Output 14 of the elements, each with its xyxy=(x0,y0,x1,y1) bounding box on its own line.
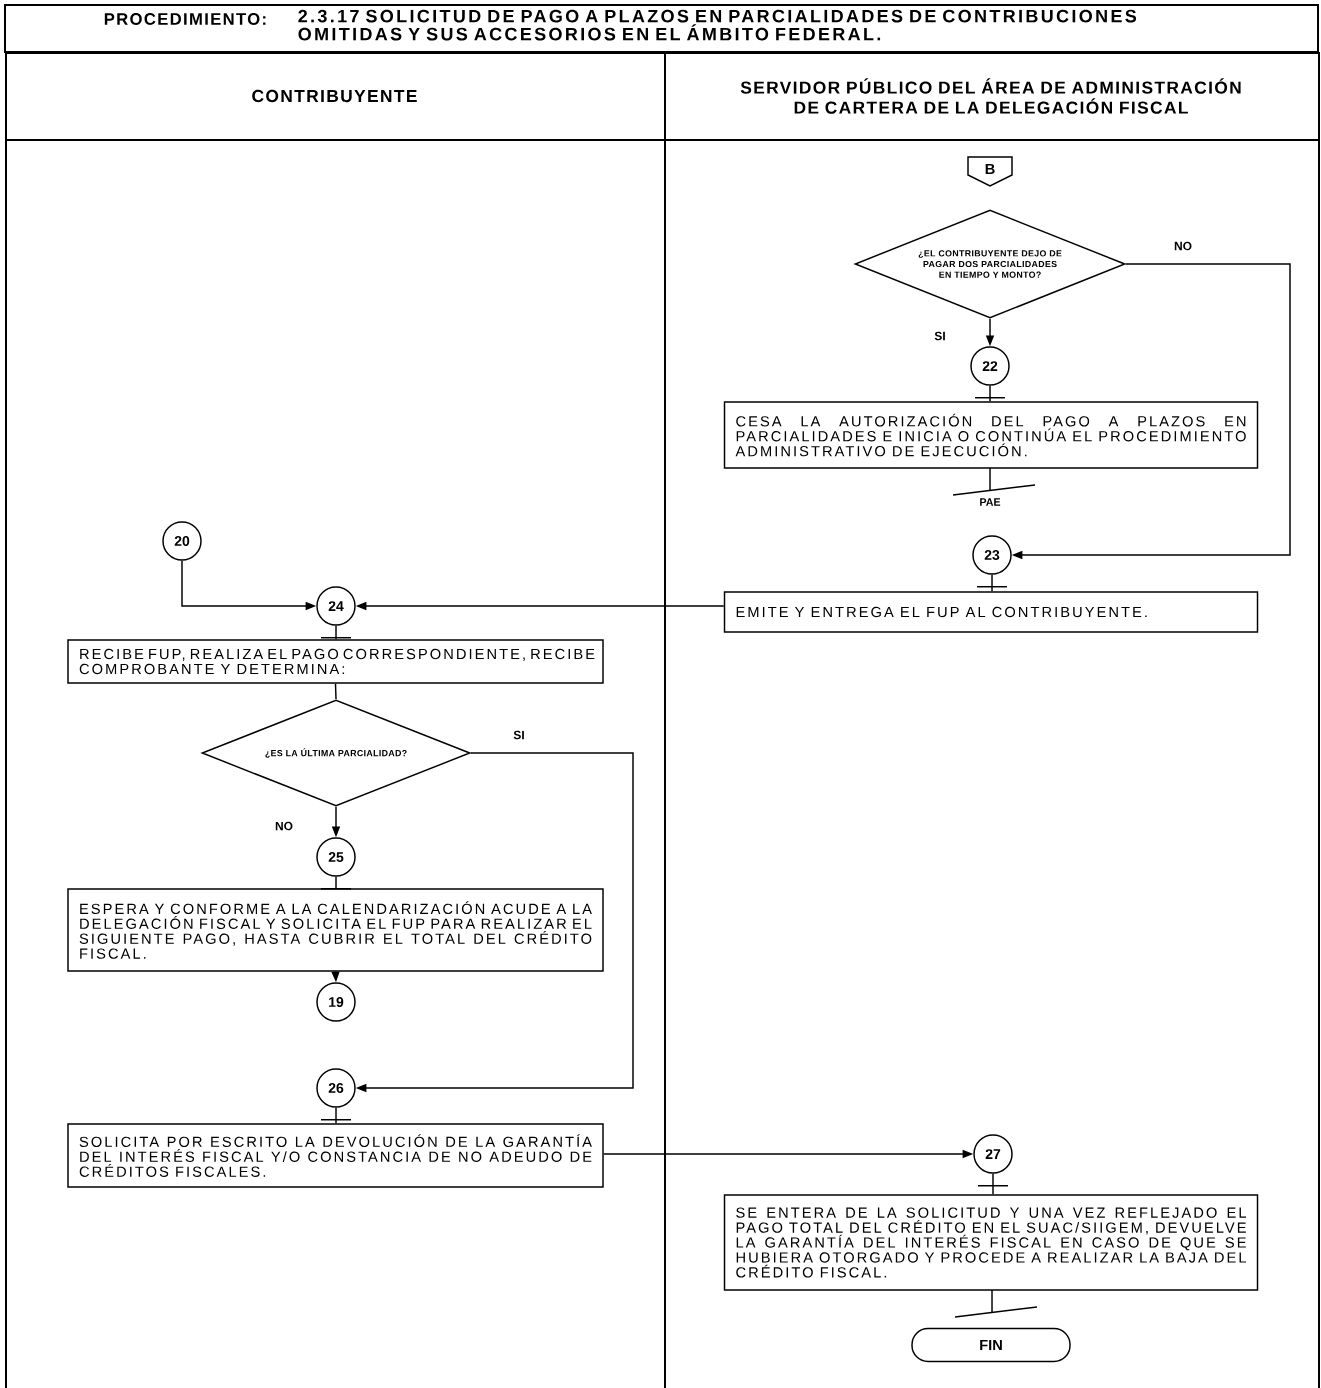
process-box: EMITE Y ENTREGA EL FUP AL CONTRIBUYENTE. xyxy=(723,591,1259,633)
edge-label: SI xyxy=(512,729,526,741)
terminal: FIN xyxy=(911,1327,1071,1363)
process-box: ESPERA Y CONFORME A LA CALENDARIZACIÓN ACUDE A LA DELEGACIÓN FISCAL Y SOLICITA EL FUP PARA REALIZAR EL SIGUIENTE PAGO, HASTA CUBRIR EL TOTAL DEL CRÉDITO FISCAL. xyxy=(67,888,604,972)
process-box: RECIBE FUP, REALIZA EL PAGO CORRESPONDIENTE, RECIBE COMPROBANTE Y DETERMINA: xyxy=(67,639,604,684)
terminal-label: PAE xyxy=(980,498,1001,506)
edge-label: NO xyxy=(1172,240,1194,252)
edge-label: NO xyxy=(273,820,295,832)
process-box: SE ENTERA DE LA SOLICITUD Y UNA VEZ REFLEJADO EL PAGO TOTAL DEL CRÉDITO EN EL SUAC/SIIGEM, DEVUELVE LA GARANTÍA DEL INTERÉS FISCAL EN CASO DE QUE SE HUBIERA OTORGADO Y PROCEDE A REALIZAR LA BAJA DEL CRÉDITO FISCAL. xyxy=(723,1194,1259,1291)
process-box: CESA LA AUTORIZACIÓN DEL PAGO A PLAZOS EN PARCIALIDADES E INICIA O CONTINÚA EL PROCEDIMIENTO ADMINISTRATIVO DE EJECUCIÓN. xyxy=(723,401,1259,469)
off-page-connector: B xyxy=(967,156,1013,187)
title-label: PROCEDIMIENTO: xyxy=(104,13,266,25)
edge-label: SI xyxy=(933,330,947,342)
process-box: SOLICITA POR ESCRITO LA DEVOLUCIÓN DE LA GARANTÍA DEL INTERÉS FISCAL Y/O CONSTANCIA DE NO ADEUDO DE CRÉDITOS FISCALES. xyxy=(67,1123,604,1188)
